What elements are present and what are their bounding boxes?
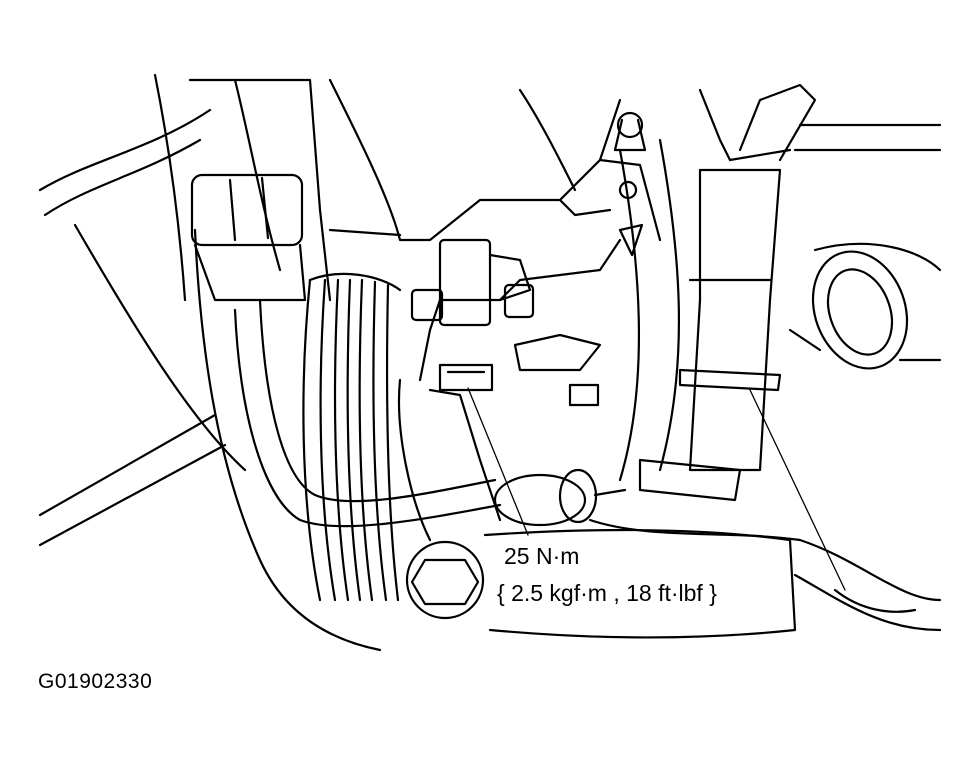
bolt-head-left [410, 288, 444, 322]
pipe-fitting [493, 473, 587, 527]
harness-clip [678, 368, 782, 392]
nut [568, 383, 600, 407]
leader-to-mounting-bolt [467, 387, 529, 536]
mounting-bolt [438, 363, 494, 392]
leader-to-harness-clip [749, 389, 846, 591]
bracket-block [438, 238, 492, 327]
torque-alt-units-label: { 2.5 kgf·m , 18 ft·lbf } [497, 580, 717, 606]
wiring-harness [618, 83, 942, 502]
stud [616, 111, 644, 139]
callout-outline [483, 528, 797, 639]
leader-lines [467, 387, 846, 591]
hose-lines-left [38, 73, 382, 652]
bolt-assembly [410, 111, 647, 407]
torque-value-label: 25 N·m [504, 543, 580, 569]
lower-bolt [405, 540, 485, 620]
upper-hose [188, 78, 332, 302]
pulley [302, 272, 402, 602]
figure-id-label: G01902330 [38, 670, 153, 693]
hose-clamp [190, 173, 304, 247]
bolt-head-right [503, 283, 535, 319]
bracket-outline [328, 78, 732, 542]
hose-end-right [788, 242, 942, 370]
power-steering-pipe [233, 298, 627, 528]
connector-body [688, 168, 782, 472]
